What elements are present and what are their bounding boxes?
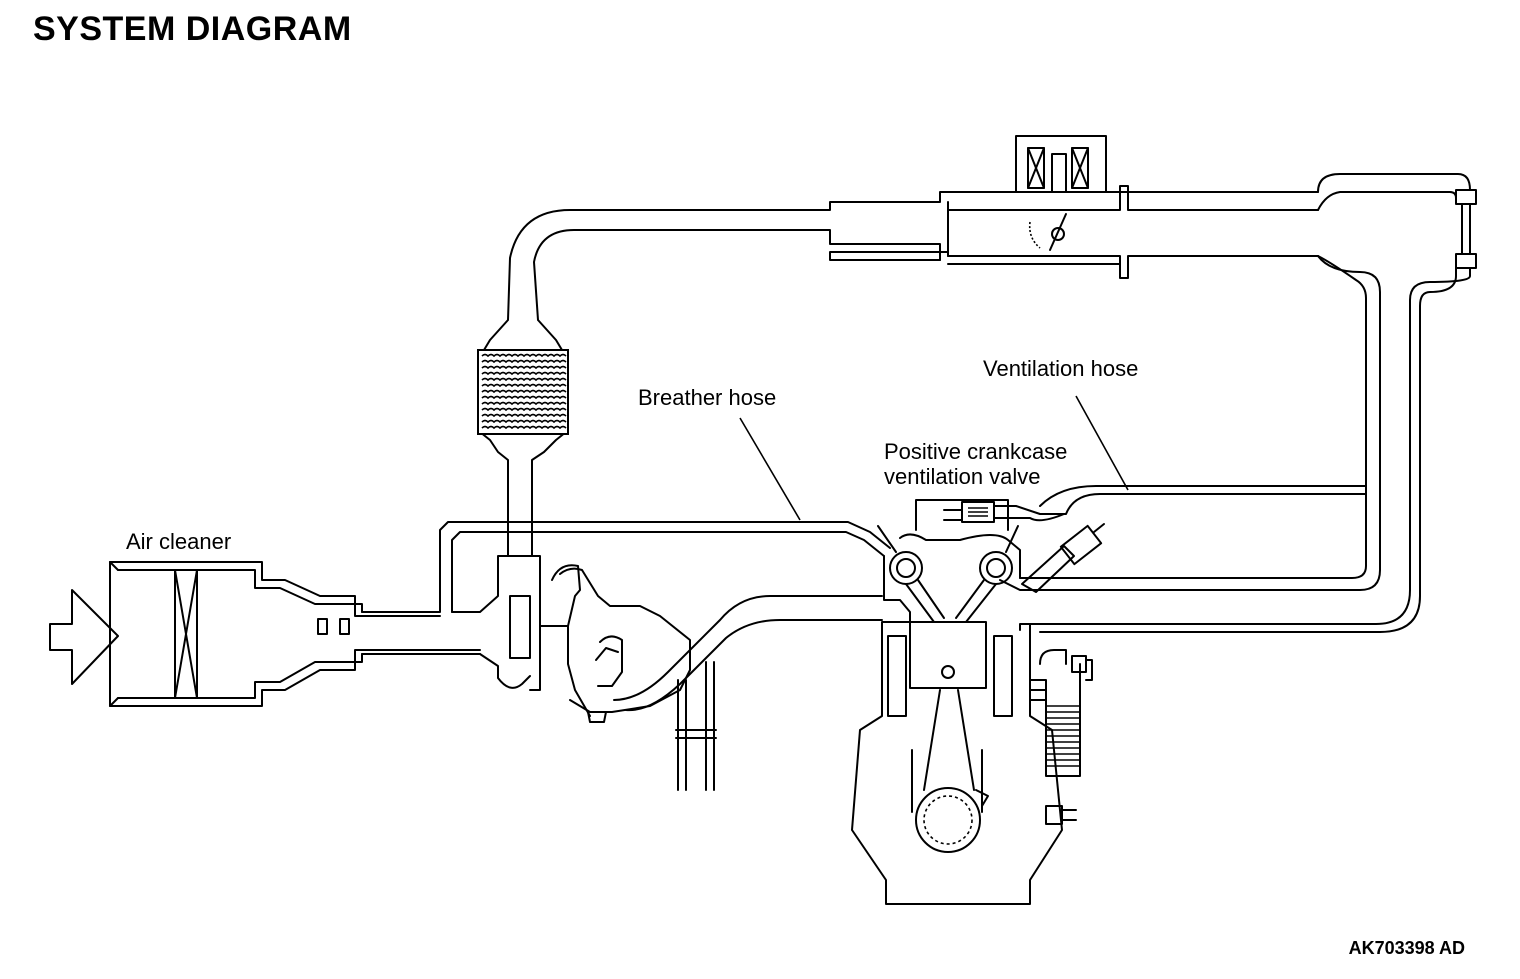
oil-cooler (1029, 649, 1093, 777)
injector (1021, 523, 1105, 593)
label-pcv-valve-line2: ventilation valve (884, 464, 1041, 489)
intake-arrow (49, 589, 119, 685)
cooler-fins (1046, 705, 1080, 767)
label-air-cleaner: Air cleaner (126, 529, 231, 554)
intercooler-fin (481, 401, 567, 406)
intercooler-fin (481, 371, 567, 376)
intercooler-fin (481, 365, 567, 370)
intercooler-fin (481, 383, 567, 388)
intercooler-fin (481, 395, 567, 400)
throttle-body (829, 135, 1319, 279)
intercooler-fin (481, 425, 567, 430)
intercooler-fins (481, 353, 567, 430)
intercooler-fin (481, 353, 567, 358)
intercooler-fin (481, 413, 567, 418)
intercooler-fin (481, 359, 567, 364)
exhaust-pipe (613, 595, 883, 791)
label-ventilation-hose: Ventilation hose (983, 356, 1138, 381)
leader-ventilation-hose (1075, 395, 1129, 491)
intake-manifold-pipe (999, 173, 1477, 633)
intercooler-fin (481, 377, 567, 382)
label-breather-hose: Breather hose (638, 385, 776, 410)
air-cleaner (109, 561, 481, 707)
label-pcv-valve-line1: Positive crankcase (884, 439, 1067, 464)
page-title: SYSTEM DIAGRAM (33, 10, 352, 48)
leader-breather-hose (739, 417, 801, 521)
intake-tube (361, 521, 891, 655)
intercooler-fin (481, 407, 567, 412)
engine (851, 499, 1077, 905)
intercooler-fin (481, 389, 567, 394)
turbocharger (451, 555, 691, 723)
intercooler-fin (481, 419, 567, 424)
charge-air-pipe (477, 191, 1319, 557)
figure-code: AK703398 AD (1348, 938, 1465, 958)
pcv-system (943, 485, 1367, 523)
